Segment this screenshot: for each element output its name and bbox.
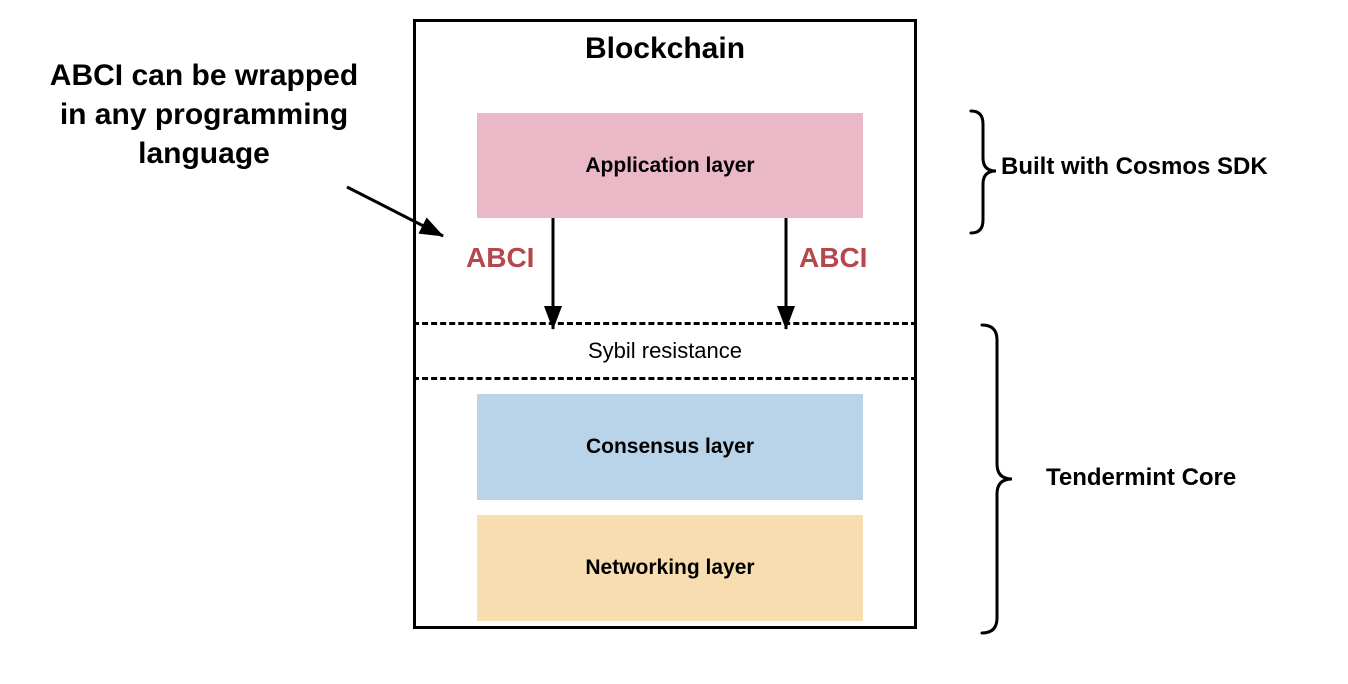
diagram-title: Blockchain: [584, 32, 746, 65]
annotation-line-1: ABCI can be wrapped: [49, 59, 359, 92]
application-layer-box: Application layer: [477, 113, 863, 218]
annotation-line-3: language: [138, 137, 270, 170]
blockchain-box: Blockchain Application layer Sybil resis…: [413, 19, 917, 629]
annotation-line-2: in any programming: [59, 98, 349, 131]
abci-label-right: ABCI: [799, 242, 868, 273]
consensus-layer-box: Consensus layer: [477, 394, 863, 500]
annotation-text: ABCI can be wrapped in any programming l…: [18, 56, 390, 173]
networking-layer-box: Networking layer: [477, 515, 863, 621]
consensus-layer-label: Consensus layer: [585, 435, 755, 458]
cosmos-sdk-brace: [969, 109, 997, 235]
cosmos-sdk-label: Built with Cosmos SDK: [1001, 153, 1268, 180]
tendermint-core-label: Tendermint Core: [1046, 464, 1237, 491]
networking-layer-label: Networking layer: [585, 556, 755, 579]
application-layer-label: Application layer: [585, 153, 755, 177]
sybil-resistance-box: Sybil resistance: [413, 322, 917, 380]
sybil-resistance-label: Sybil resistance: [587, 338, 743, 363]
tendermint-core-brace: [980, 323, 1013, 635]
abci-label-left: ABCI: [466, 242, 535, 273]
